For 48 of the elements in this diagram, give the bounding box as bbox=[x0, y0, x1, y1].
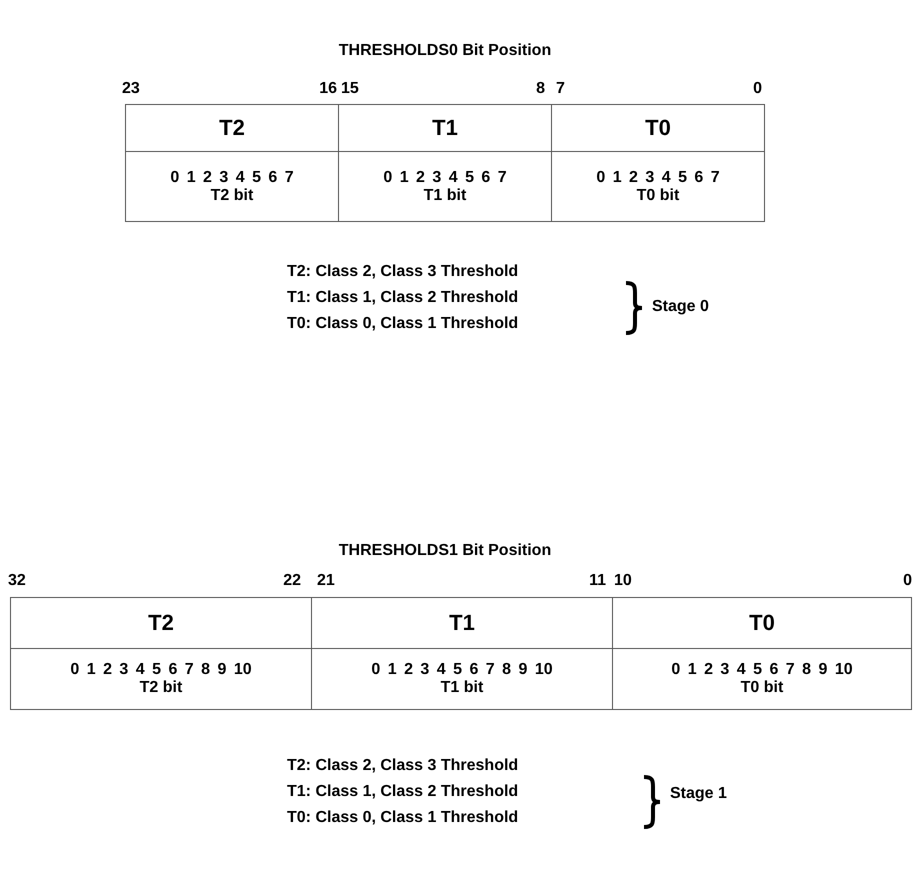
stage-label: Stage 0 bbox=[652, 298, 709, 316]
stage-label: Stage 1 bbox=[670, 785, 727, 803]
register-title: THRESHOLDS0 Bit Position bbox=[338, 42, 552, 60]
bit-position: 0 bbox=[753, 80, 762, 98]
bit-row-cell bbox=[10, 648, 312, 710]
threshold-note: T2: Class 2, Class 3 Threshold bbox=[287, 757, 518, 775]
field-name: T1 bbox=[432, 115, 458, 141]
field-cell bbox=[551, 104, 765, 152]
bit-numbers: 0 1 2 3 4 5 6 7 bbox=[383, 168, 507, 186]
bit-position: 0 bbox=[903, 572, 912, 590]
field-cell bbox=[125, 104, 339, 152]
field-name: T2 bbox=[219, 115, 245, 141]
field-label: T0 bit bbox=[740, 679, 784, 697]
bit-position: 15 bbox=[341, 80, 359, 98]
bit-position: 7 bbox=[556, 80, 565, 98]
field-label: T2 bit bbox=[140, 679, 182, 697]
bit-position: 10 bbox=[614, 572, 632, 590]
bit-position: 11 bbox=[589, 572, 606, 590]
bit-row-cell bbox=[612, 648, 912, 710]
threshold-note: T0: Class 0, Class 1 Threshold bbox=[287, 315, 518, 333]
bit-numbers: 0 1 2 3 4 5 6 7 8 9 10 bbox=[671, 661, 853, 679]
threshold-note: T1: Class 1, Class 2 Threshold bbox=[287, 783, 518, 801]
field-name: T2 bbox=[148, 610, 174, 636]
field-label: T1 bit bbox=[424, 186, 466, 204]
field-name: T0 bbox=[645, 115, 671, 141]
bit-position: 23 bbox=[122, 80, 140, 98]
bit-numbers: 0 1 2 3 4 5 6 7 8 9 10 bbox=[371, 661, 553, 679]
bit-row-cell bbox=[551, 151, 765, 222]
field-label: T2 bit bbox=[210, 186, 254, 204]
bit-row-cell bbox=[125, 151, 339, 222]
bit-position: 8 bbox=[536, 80, 545, 98]
bit-position: 16 bbox=[319, 80, 337, 98]
bit-numbers: 0 1 2 3 4 5 6 7 8 9 10 bbox=[70, 661, 252, 679]
threshold-note: T1: Class 1, Class 2 Threshold bbox=[287, 289, 518, 307]
bit-position: 21 bbox=[317, 572, 335, 590]
bit-numbers: 0 1 2 3 4 5 6 7 bbox=[170, 168, 294, 186]
field-name: T1 bbox=[449, 610, 475, 636]
field-cell bbox=[10, 597, 312, 649]
field-label: T0 bit bbox=[636, 186, 680, 204]
register-title: THRESHOLDS1 Bit Position bbox=[338, 542, 552, 560]
threshold-note: T2: Class 2, Class 3 Threshold bbox=[287, 263, 518, 281]
threshold-note: T0: Class 0, Class 1 Threshold bbox=[287, 809, 518, 827]
field-cell bbox=[612, 597, 912, 649]
field-name: T0 bbox=[749, 610, 775, 636]
bit-position: 32 bbox=[8, 572, 26, 590]
bit-numbers: 0 1 2 3 4 5 6 7 bbox=[596, 168, 720, 186]
field-label: T1 bit bbox=[440, 679, 484, 697]
bit-position: 22 bbox=[283, 572, 301, 590]
